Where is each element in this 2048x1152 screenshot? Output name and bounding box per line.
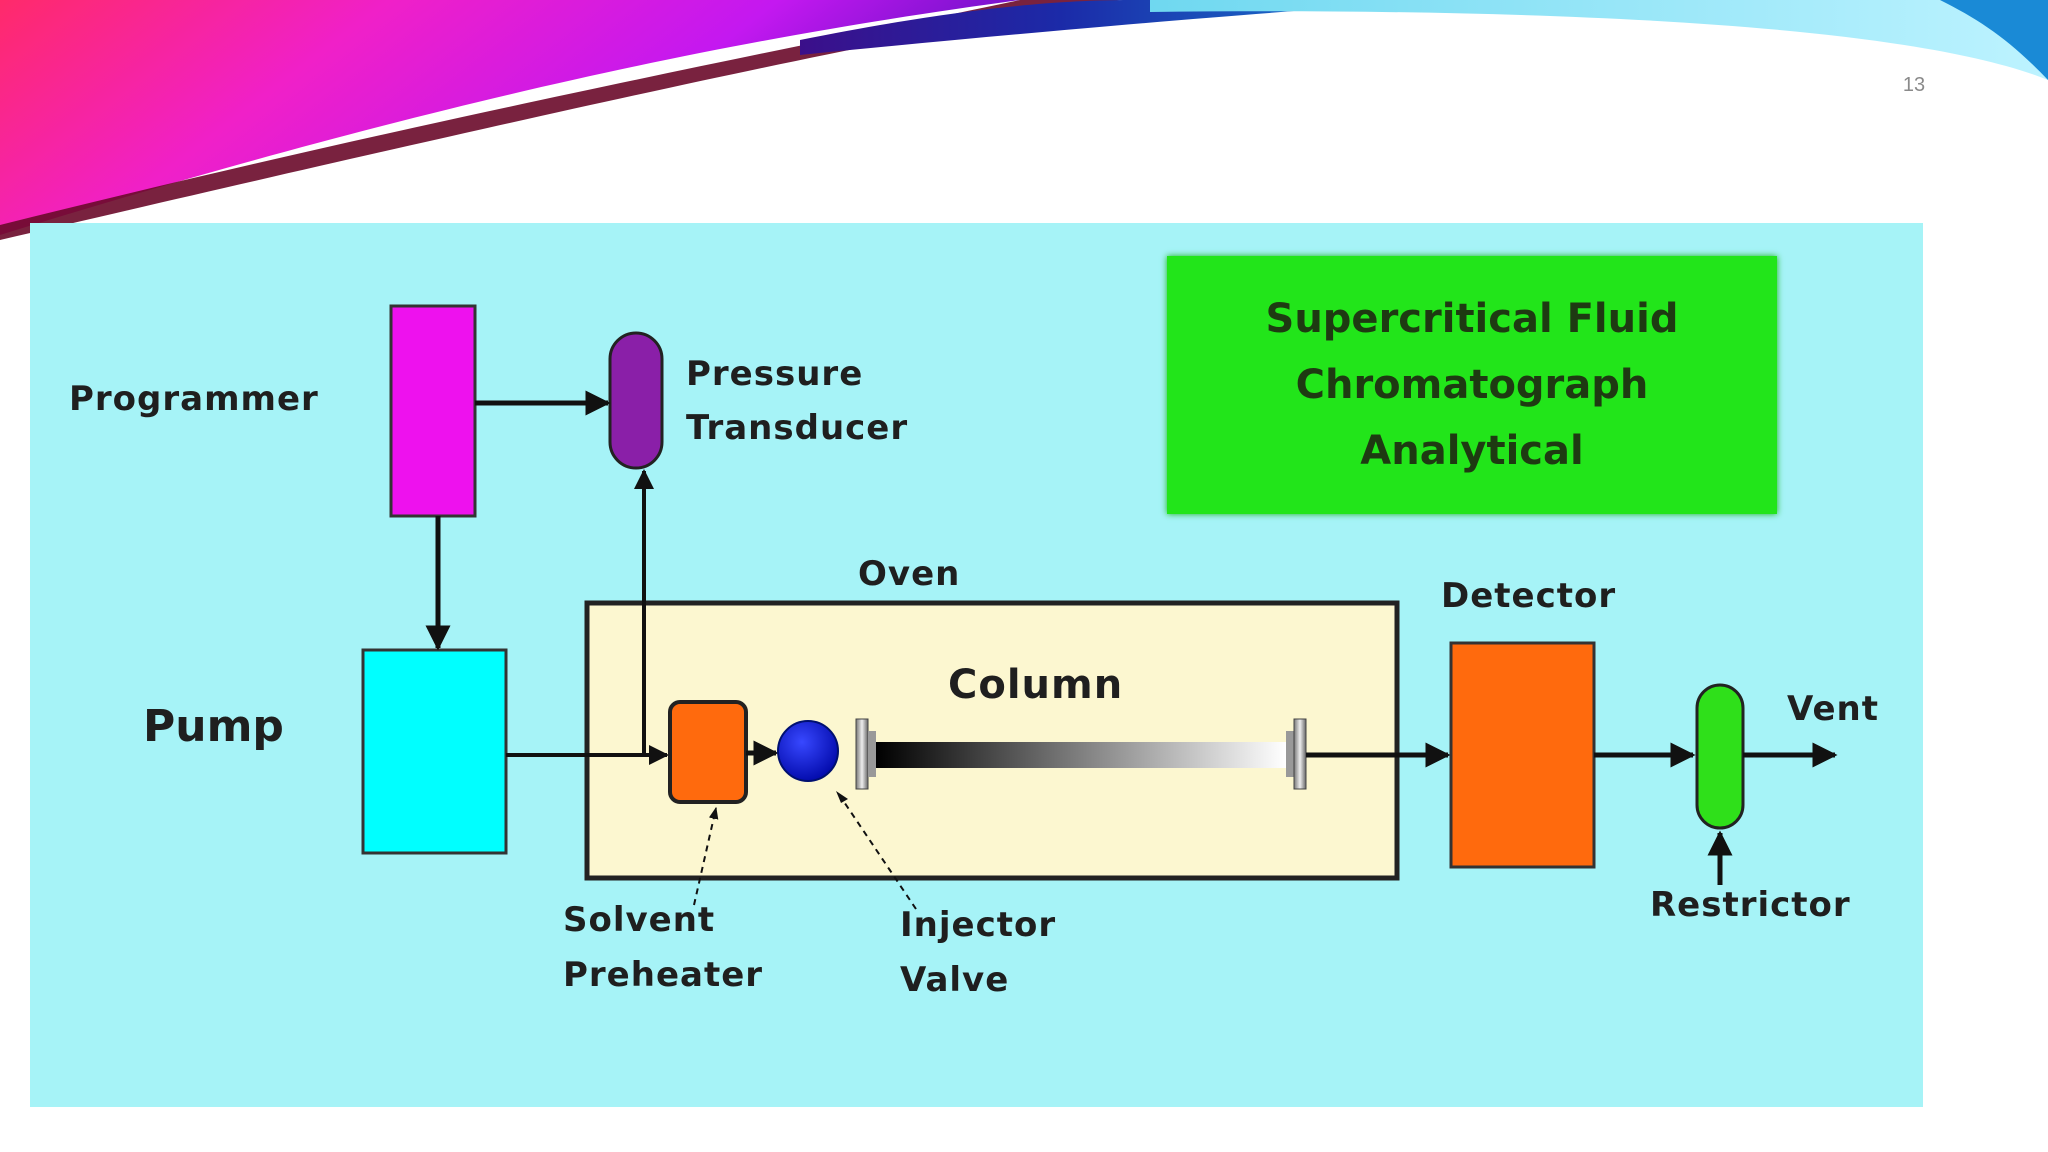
banner-blue-band (800, 0, 1450, 55)
header-banner (0, 0, 2048, 240)
solvent-preheater-label-line2: Preheater (563, 955, 764, 995)
sfc-diagram: Programmer Pressure Transducer Pump Oven… (30, 223, 1923, 1107)
column-tube (876, 742, 1286, 768)
pressure-transducer-label-line1: Pressure (686, 354, 864, 394)
pump-box (361, 648, 508, 855)
restrictor-label: Restrictor (1650, 885, 1851, 925)
programmer-label: Programmer (69, 379, 319, 419)
column-inlet-cap (868, 731, 876, 777)
banner-magenta-band (0, 0, 1020, 235)
column-outlet-cap (1286, 731, 1294, 777)
title-box: Supercritical Fluid Chromatograph Analyt… (1167, 256, 1777, 514)
pointer-solvent-preheater (693, 806, 719, 906)
pressure-transducer-capsule (608, 331, 664, 470)
oven-label: Oven (858, 554, 961, 594)
pointer-injector-valve (837, 792, 917, 910)
column-outlet-fitting (1293, 718, 1307, 790)
injector-valve-label-line1: Injector (900, 905, 1057, 945)
restrictor-capsule (1695, 683, 1745, 830)
title-line-3: Analytical (1360, 428, 1584, 474)
banner-cyan-band (1150, 0, 2048, 80)
programmer-box (389, 304, 477, 518)
vent-label: Vent (1787, 689, 1879, 729)
diagram-canvas (361, 304, 1838, 910)
banner-corner (1940, 0, 2048, 80)
column-label: Column (948, 662, 1124, 708)
pointer-injector-tip (836, 791, 848, 803)
title-line-2: Chromatograph (1295, 362, 1649, 408)
title-line-1: Supercritical Fluid (1265, 296, 1679, 342)
injector-valve-ball (777, 720, 839, 782)
injector-valve-label-line2: Valve (900, 960, 1010, 1000)
pressure-transducer-label-line2: Transducer (686, 408, 909, 448)
detector-box (1449, 641, 1596, 869)
column-inlet-fitting (855, 718, 869, 790)
pump-label: Pump (143, 701, 284, 752)
solvent-preheater-box (668, 700, 748, 804)
slide-number: 13 (1902, 74, 1926, 96)
solvent-preheater-label-line1: Solvent (563, 900, 716, 940)
detector-label: Detector (1441, 576, 1617, 616)
